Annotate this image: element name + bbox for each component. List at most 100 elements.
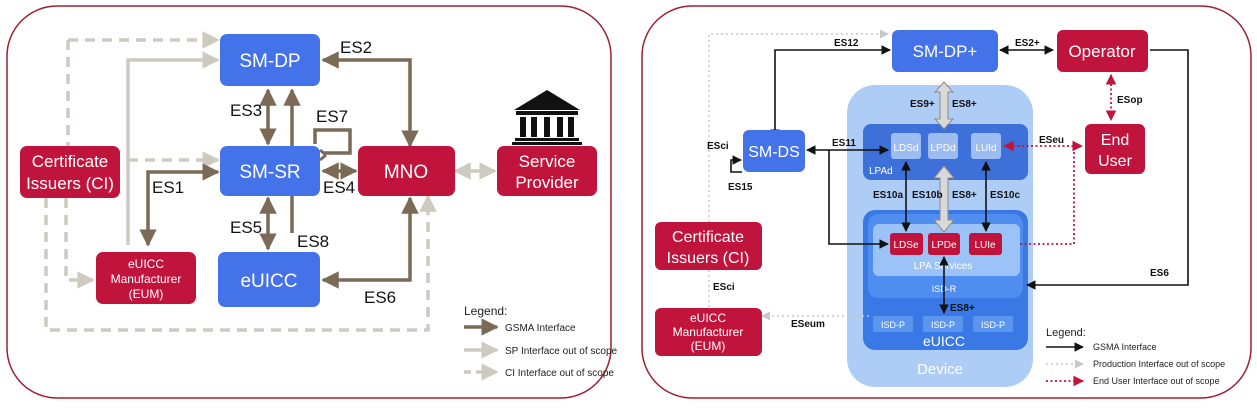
label-es9-plus: ES9+ bbox=[910, 99, 935, 110]
right-panel: Device LPAd LDSd LPDd LUId LPA Services … bbox=[641, 5, 1252, 399]
sp-interface-lines bbox=[126, 51, 497, 245]
node-ldsd bbox=[891, 133, 921, 159]
ci-label-line-1: Certificate bbox=[32, 152, 109, 171]
euicc-label: eUICC bbox=[923, 333, 965, 349]
label-es2: ES2 bbox=[340, 38, 372, 57]
ci-right-label-line-1: Certificate bbox=[672, 229, 744, 246]
label-es3: ES3 bbox=[230, 101, 262, 120]
label-es10b: ES10b bbox=[912, 190, 943, 201]
gsma-interface-lines bbox=[139, 51, 419, 289]
label-es12: ES12 bbox=[834, 38, 859, 49]
sp-label-line-2: Provider bbox=[515, 173, 579, 192]
legend-item-gsma-right: GSMA Interface bbox=[1093, 342, 1157, 352]
eum-right-label-line-2: Manufacturer bbox=[673, 325, 744, 339]
building-icon bbox=[512, 90, 582, 145]
left-legend: Legend: GSMA Interface SP Interface out … bbox=[464, 304, 618, 381]
label-es8-plus-top: ES8+ bbox=[952, 99, 977, 110]
node-eum: eUICC Manufacturer (EUM) bbox=[96, 252, 196, 304]
node-ldse bbox=[890, 233, 923, 255]
legend-item-production: Production Interface out of scope bbox=[1093, 359, 1225, 369]
isd-p-3 bbox=[973, 316, 1013, 332]
ci-interface-lines bbox=[44, 31, 437, 332]
es9-es8-double-arrows bbox=[932, 81, 956, 233]
label-es6: ES6 bbox=[364, 288, 396, 307]
node-sm-sr-label: SM-SR bbox=[239, 162, 300, 183]
eum-label-line-2: Manufacturer bbox=[111, 272, 182, 286]
node-mno: MNO bbox=[358, 146, 455, 196]
label-esop: ESop bbox=[1117, 95, 1143, 106]
label-es7: ES7 bbox=[316, 107, 348, 126]
label-eseu: ESeu bbox=[1039, 135, 1064, 146]
isd-p-3-label: ISD-P bbox=[981, 320, 1005, 330]
label-es4: ES4 bbox=[323, 178, 355, 197]
isd-p-2 bbox=[923, 316, 963, 332]
node-sm-dp-label: SM-DP bbox=[239, 51, 300, 72]
right-legend-title: Legend: bbox=[1046, 327, 1086, 339]
label-eseum: ESeum bbox=[791, 319, 825, 330]
end-user-label-line-2: User bbox=[1098, 153, 1132, 170]
left-interface-labels: ES2 ES3 ES7 ES4 ES1 ES5 ES8 ES6 bbox=[152, 38, 396, 307]
label-es1: ES1 bbox=[152, 178, 184, 197]
node-sm-sr: SM-SR bbox=[220, 146, 320, 196]
node-lpdd-label: LPDd bbox=[930, 143, 955, 154]
legend-item-end-user: End User Interface out of scope bbox=[1093, 376, 1220, 386]
left-legend-title: Legend: bbox=[464, 304, 507, 318]
label-es6-right: ES6 bbox=[1150, 268, 1169, 279]
node-sm-ds-label: SM-DS bbox=[748, 144, 800, 161]
node-lpde-label: LPDe bbox=[931, 240, 956, 251]
end-user-label-line-1: End bbox=[1101, 132, 1129, 149]
label-es8: ES8 bbox=[297, 232, 329, 251]
isd-p-2-label: ISD-P bbox=[931, 320, 955, 330]
sp-label-line-1: Service bbox=[519, 152, 576, 171]
label-es15: ES15 bbox=[728, 182, 753, 193]
eum-right-label-line-3: (EUM) bbox=[691, 339, 726, 353]
gsma-interface-arrows bbox=[730, 45, 1189, 314]
label-es2-plus: ES2+ bbox=[1015, 38, 1040, 49]
node-eum-right: eUICC Manufacturer (EUM) bbox=[655, 308, 762, 356]
right-legend: Legend: GSMA Interface Production Interf… bbox=[1046, 327, 1225, 387]
node-lpdd bbox=[928, 133, 958, 159]
label-es8-plus-bottom: ES8+ bbox=[950, 303, 975, 314]
label-esci-bottom: ESci bbox=[713, 282, 735, 293]
node-luie bbox=[969, 233, 1002, 255]
node-euicc: eUICC bbox=[218, 252, 320, 307]
ci-label-line-2: Issuers (CI) bbox=[26, 174, 114, 193]
production-interface-lines bbox=[708, 29, 889, 321]
eum-label-line-1: eUICC bbox=[128, 257, 164, 271]
isd-p-1 bbox=[873, 316, 913, 332]
node-euicc-label: eUICC bbox=[240, 271, 297, 292]
node-certificate-issuers: Certificate Issuers (CI) bbox=[20, 146, 120, 198]
label-es5: ES5 bbox=[230, 218, 262, 237]
lpad-label: LPAd bbox=[869, 166, 893, 177]
label-es10a: ES10a bbox=[873, 190, 903, 201]
node-operator: Operator bbox=[1057, 30, 1148, 72]
left-panel: SM-DP SM-SR MNO eUICC Certificate Issuer… bbox=[6, 5, 618, 399]
node-sm-dp-plus: SM-DP+ bbox=[892, 30, 998, 72]
node-operator-label: Operator bbox=[1068, 42, 1135, 61]
node-sm-dp: SM-DP bbox=[220, 34, 320, 86]
label-es10c: ES10c bbox=[990, 190, 1020, 201]
right-interface-labels: ES12 ES2+ ES9+ ES8+ ESop ESci ES11 ESeu … bbox=[707, 38, 1169, 330]
node-ldse-label: LDSe bbox=[893, 240, 918, 251]
node-luid-label: LUId bbox=[975, 143, 996, 154]
node-sm-ds: SM-DS bbox=[743, 130, 805, 172]
node-sm-dp-plus-label: SM-DP+ bbox=[913, 42, 978, 61]
node-luid bbox=[971, 133, 1001, 159]
node-ldsd-label: LDSd bbox=[893, 143, 918, 154]
isd-p-1-label: ISD-P bbox=[881, 320, 905, 330]
node-end-user: End User bbox=[1085, 124, 1145, 174]
device-label: Device bbox=[917, 361, 963, 378]
node-mno-label: MNO bbox=[384, 162, 428, 183]
node-luie-label: LUIe bbox=[974, 240, 996, 251]
label-esci-top: ESci bbox=[707, 141, 729, 152]
eum-right-label-line-1: eUICC bbox=[690, 311, 726, 325]
label-es8-plus-mid: ES8+ bbox=[952, 190, 977, 201]
node-service-provider: Service Provider bbox=[497, 146, 597, 196]
label-es11: ES11 bbox=[832, 138, 856, 149]
eum-label-line-3: (EUM) bbox=[129, 287, 164, 301]
node-lpde bbox=[928, 233, 960, 255]
node-certificate-issuers-right: Certificate Issuers (CI) bbox=[655, 222, 762, 270]
ci-right-label-line-2: Issuers (CI) bbox=[667, 250, 750, 267]
legend-item-gsma: GSMA Interface bbox=[505, 323, 576, 334]
